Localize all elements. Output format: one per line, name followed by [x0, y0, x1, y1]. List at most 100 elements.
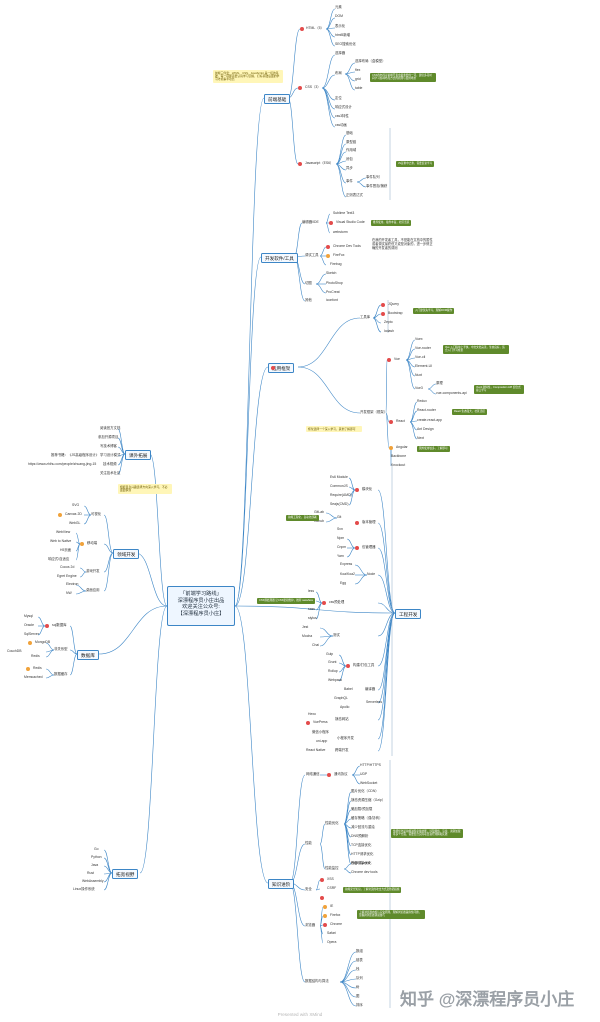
topic-design[interactable]: 切图	[305, 281, 312, 285]
leaf[interactable]: 图片优化（CDN）	[351, 789, 379, 793]
leaf[interactable]: Chai	[312, 643, 319, 647]
topic-debug[interactable]: 调试工具	[305, 253, 319, 257]
leaf[interactable]: Vue-cli	[415, 355, 426, 359]
leaf[interactable]: Element-UI	[415, 364, 432, 368]
leaf[interactable]: 原型链	[346, 140, 357, 144]
leaf[interactable]: Koa/Koa2	[340, 572, 355, 576]
leaf[interactable]: 基础	[346, 131, 353, 135]
branch-engineering[interactable]: 工程开发	[395, 609, 422, 620]
leaf[interactable]: 正则表达式	[346, 193, 363, 197]
leaf[interactable]: css动画	[335, 123, 347, 127]
leaf[interactable]: Chrome	[330, 922, 343, 926]
leaf[interactable]: Rust	[87, 871, 94, 875]
leaf[interactable]: 响应式设计	[335, 105, 352, 109]
topic-react[interactable]: React	[396, 419, 405, 423]
leaf[interactable]: 队列	[356, 976, 363, 980]
topic-static-site[interactable]: 静态网站	[335, 717, 349, 721]
leaf[interactable]: Require(AMD)	[330, 493, 352, 497]
leaf[interactable]: Opera	[327, 940, 337, 944]
leaf[interactable]: sass	[308, 607, 315, 611]
leaf[interactable]: 技术视频	[103, 462, 117, 466]
leaf[interactable]: 链表	[356, 958, 363, 962]
leaf[interactable]: lodash	[384, 329, 394, 333]
topic-vcs[interactable]: 版本管理	[362, 520, 376, 524]
leaf[interactable]: Oracle	[24, 623, 34, 627]
leaf[interactable]: CommonJS	[330, 484, 348, 488]
leaf[interactable]: 闭包	[346, 157, 353, 161]
leaf[interactable]: table	[355, 86, 363, 90]
leaf[interactable]: Apollo	[340, 705, 350, 709]
leaf[interactable]: flex	[355, 68, 361, 72]
leaf[interactable]: Babel	[344, 687, 353, 691]
leaf[interactable]: 事件冒泡/捕获	[366, 184, 388, 188]
leaf[interactable]: XSS	[327, 877, 334, 881]
leaf[interactable]: Cocos 2d	[60, 565, 75, 569]
leaf[interactable]: less	[308, 589, 315, 593]
leaf[interactable]: 表示化	[335, 24, 346, 28]
leaf[interactable]: 作用域	[346, 148, 357, 152]
central-topic[interactable]: 「前端学习路线」 深漂程序员小庄出品 欢迎关注公众号: 【深漂程序员小庄】	[167, 586, 235, 626]
branch-knowledge[interactable]: 知识进阶	[268, 879, 295, 890]
topic-libs[interactable]: 工具库	[360, 315, 371, 319]
leaf[interactable]: Vue-router	[415, 346, 431, 350]
leaf[interactable]: html5新增	[335, 33, 351, 37]
leaf[interactable]: TCP连接优化	[351, 843, 372, 847]
topic-vue[interactable]: Vue	[394, 357, 400, 361]
topic-desktop[interactable]: 桌面应用	[86, 588, 100, 592]
leaf[interactable]: Bootstrap	[388, 311, 403, 315]
leaf[interactable]: JQuery	[388, 302, 399, 306]
leaf[interactable]: 学习设计模式	[100, 453, 121, 457]
branch-dev-tools[interactable]: 开发软件/工具	[261, 253, 298, 264]
leaf[interactable]: Mysql	[24, 614, 33, 618]
leaf[interactable]: CouchDB	[7, 649, 22, 653]
leaf[interactable]: 定位	[335, 96, 342, 100]
leaf[interactable]: WebGL	[69, 521, 81, 525]
leaf[interactable]: Python	[91, 855, 102, 859]
topic-js[interactable]: Javascript（ES6）	[305, 161, 334, 165]
leaf[interactable]: 推荐书籍：《JS高级程序设计》	[51, 453, 100, 457]
leaf[interactable]: WebAssembly	[82, 879, 104, 883]
leaf[interactable]: iconfont	[326, 298, 338, 302]
leaf[interactable]: 首屏渲染优化	[351, 861, 372, 865]
leaf[interactable]: 参加开源项目	[98, 435, 119, 439]
topic-perf[interactable]: 性能	[305, 841, 312, 845]
leaf[interactable]: Seajs(CMD)	[330, 502, 349, 506]
leaf[interactable]: Gulp	[326, 652, 334, 656]
leaf[interactable]: GitLab	[314, 510, 324, 514]
topic-ds[interactable]: 数据结构与算法	[305, 979, 329, 983]
leaf[interactable]: SVG	[72, 503, 80, 507]
topic-protocol[interactable]: 通讯协议	[334, 772, 348, 776]
leaf[interactable]: 静态资源压缩（Gzip）	[351, 798, 386, 802]
leaf[interactable]: Vue3	[415, 386, 423, 390]
leaf[interactable]: Web to Native	[50, 539, 72, 543]
topic-perf-opt[interactable]: 性能优化	[325, 821, 339, 825]
leaf[interactable]: 懒加载/预加载	[351, 807, 373, 811]
leaf[interactable]: MongoDB	[35, 640, 51, 644]
leaf[interactable]: Es6 Module	[330, 475, 348, 479]
leaf[interactable]: Nuxt	[415, 373, 422, 377]
leaf[interactable]: Next	[417, 436, 424, 440]
leaf[interactable]: Egg	[340, 581, 347, 585]
leaf[interactable]: 事件	[346, 179, 353, 183]
leaf[interactable]: 响应式/自适应	[48, 557, 70, 561]
leaf[interactable]: 数组	[356, 949, 363, 953]
leaf[interactable]: Chrome dev tools	[351, 870, 378, 874]
leaf[interactable]: WebSocket	[360, 781, 378, 785]
leaf[interactable]: Redis	[33, 666, 42, 670]
leaf[interactable]: uni-app	[316, 739, 328, 743]
leaf[interactable]: 树	[356, 985, 360, 989]
leaf[interactable]: Svn	[337, 527, 343, 531]
leaf[interactable]: NW	[66, 591, 72, 595]
leaf[interactable]: VuePress	[313, 720, 328, 724]
leaf[interactable]: css3特性	[335, 114, 349, 118]
leaf[interactable]: UDP	[360, 772, 368, 776]
topic-sql[interactable]: sql数据库	[52, 623, 67, 627]
leaf[interactable]: CSRF	[327, 886, 337, 890]
leaf[interactable]: Mocha	[302, 634, 313, 638]
leaf[interactable]: vue-components-api	[436, 391, 467, 395]
leaf[interactable]: DOM	[335, 14, 343, 18]
branch-database[interactable]: 数据库	[77, 650, 99, 661]
leaf[interactable]: 阅读官方文档	[100, 426, 121, 430]
topic-game[interactable]: 游戏开发	[86, 569, 100, 573]
topic-module[interactable]: 模块化	[362, 487, 373, 491]
